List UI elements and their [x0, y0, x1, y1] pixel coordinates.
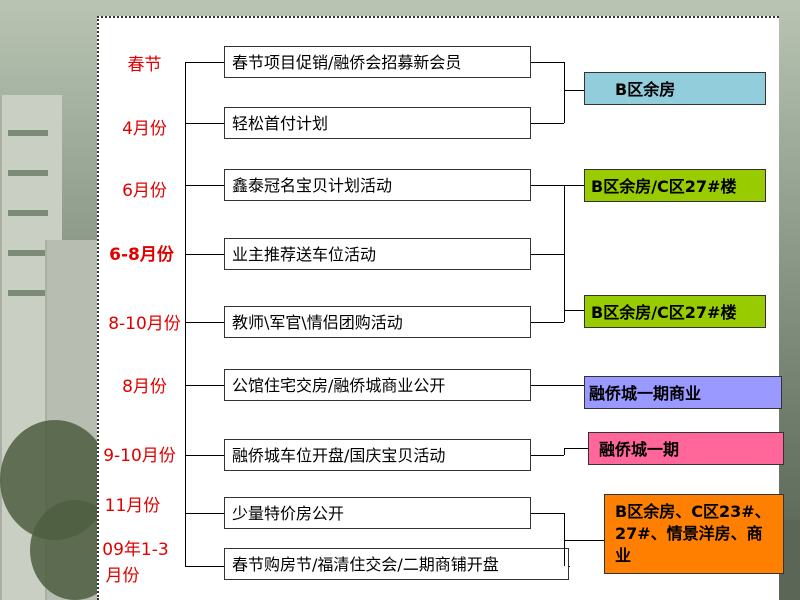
activity-box: 春节购房节/福清住交会/二期商铺开盘	[224, 548, 569, 580]
month-label: 11月份	[104, 496, 161, 516]
activity-box: 春节项目促销/融侨会招募新会员	[224, 46, 531, 78]
month-label: 8-10月份	[108, 314, 181, 334]
month-label: 春节	[127, 55, 162, 75]
activity-box: 鑫泰冠名宝贝计划活动	[224, 169, 531, 201]
activity-box: 教师\军官\情侣团购活动	[224, 306, 531, 338]
month-label: 6月份	[122, 181, 167, 201]
activity-box: 业主推荐送车位活动	[224, 238, 531, 270]
activity-box: 融侨城车位开盘/国庆宝贝活动	[224, 439, 531, 471]
activity-box: 轻松首付计划	[224, 107, 531, 139]
month-label: 4月份	[122, 119, 167, 139]
month-label: 09年1-3	[102, 540, 169, 560]
month-label: 9-10月份	[103, 446, 176, 466]
result-box: 融侨城一期商业	[584, 376, 782, 409]
month-label: 8月份	[122, 377, 167, 397]
left-connector	[185, 62, 186, 566]
result-box: B区余房/C区27#楼	[584, 295, 766, 328]
month-label: 6-8月份	[109, 245, 174, 265]
activity-box: 公馆住宅交房/融侨城商业公开	[224, 369, 531, 401]
month-label: 月份	[105, 566, 140, 586]
result-box: 融侨城一期	[588, 432, 784, 465]
result-box: B区余房、C区23#、27#、情景洋房、商业	[604, 494, 784, 574]
activity-box: 少量特价房公开	[224, 497, 531, 529]
result-box: B区余房/C区27#楼	[584, 169, 766, 202]
result-box: B区余房	[584, 72, 766, 105]
